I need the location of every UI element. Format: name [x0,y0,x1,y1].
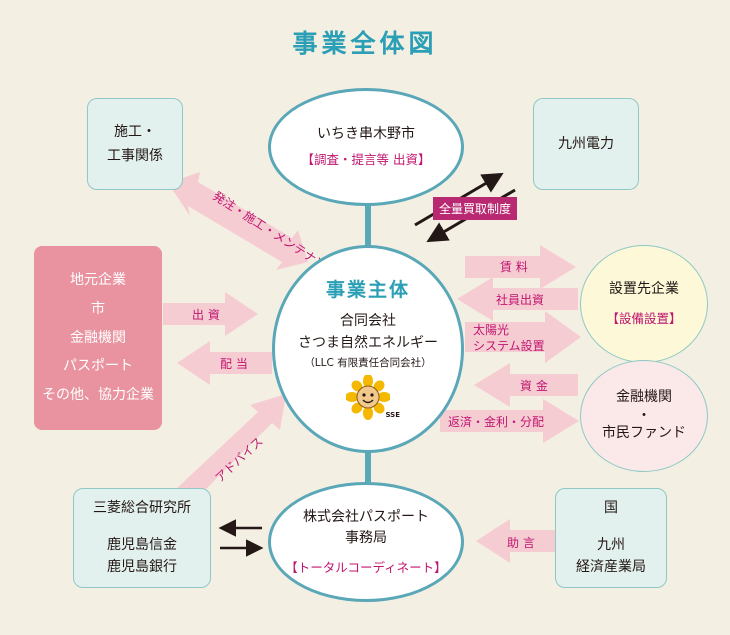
label-subsidy: 助 言 [507,536,535,550]
label-employee-investment: 社員出資 [496,293,545,307]
label-investment: 出 資 [192,308,220,322]
city-node: いちき串木野市 【調査・提言等 出資】 [268,88,464,206]
arrow-repayment [440,399,579,443]
kyushu-power-name: 九州電力 [558,135,614,152]
advisor-line2: 鹿児島信金 [107,536,177,553]
local-item: その他、協力企業 [42,387,154,404]
logo-text: SSE [385,411,400,420]
city-role: 【調査・提言等 出資】 [301,152,431,168]
main-line2: さつま自然エネルギー [298,335,438,352]
local-item: 金融機関 [70,329,126,346]
arrow-dividend [177,341,272,385]
construction-line1: 施工・ [114,123,156,140]
arrow-capital [474,363,578,407]
fit-badge: 全量買取制度 [433,197,518,220]
label-dividend: 配 当 [220,357,248,371]
local-item: 地元企業 [70,272,126,289]
arrow-order-double [168,172,308,270]
main-entity-node: 事業主体 合同会社 さつま自然エネルギー （LLC 有限責任合同会社） SSE [272,245,464,453]
construction-node: 施工・ 工事関係 [87,98,183,190]
country-line2: 九州 [597,536,625,553]
fund-node: 金融機関 ・ 市民ファンド [580,360,708,472]
main-line3: （LLC 有限責任合同会社） [304,356,432,369]
label-capital: 資 金 [520,379,548,393]
arrow-employee-investment [457,277,578,321]
main-line1: 合同会社 [340,313,396,330]
sse-logo: SSE [345,374,400,421]
page-title: 事業全体図 [292,29,438,58]
arrow-investment [163,292,258,336]
fund-dot: ・ [637,408,651,424]
country-node: 国 九州 経済産業局 [555,488,667,588]
kyushu-power-node: 九州電力 [533,98,639,190]
site-role: 【設備設置】 [606,311,682,327]
advisor-line3: 鹿児島銀行 [107,559,177,576]
passport-node: 株式会社パスポート 事務局 【トータルコーディネート】 [268,482,464,602]
advisor-line1: 三菱総合研究所 [93,500,191,517]
arrow-advice [175,394,286,505]
construction-line2: 工事関係 [107,148,163,164]
main-heading: 事業主体 [325,279,410,301]
arrow-solar-setup [465,311,581,363]
sunflower-icon [345,374,391,421]
fund-line1: 金融機関 [616,389,672,406]
local-item: パスポート [63,358,133,375]
country-line3: 経済産業局 [576,559,646,576]
passport-line1: 株式会社パスポート [303,508,429,525]
arrow-subsidy [476,519,555,563]
country-line1: 国 [604,500,618,517]
label-solar: 太陽光 システム設置 [473,323,545,354]
label-repayment: 返済・金利・分配 [448,415,545,429]
label-rent: 賃 料 [500,260,528,274]
label-solar-line1: 太陽光 [473,323,510,337]
fund-line2: 市民ファンド [602,425,686,441]
site-company-node: 設置先企業 【設備設置】 [580,245,708,363]
passport-line2: 事務局 [345,530,387,547]
passport-role: 【トータルコーディネート】 [285,560,447,575]
local-item: 市 [91,300,105,317]
city-name: いちき串木野市 [317,126,415,143]
local-partners-node: 地元企業 市 金融機関 パスポート その他、協力企業 [34,246,162,430]
advisors-node: 三菱総合研究所 鹿児島信金 鹿児島銀行 [73,488,211,588]
site-name: 設置先企業 [609,281,679,298]
label-solar-line2: システム設置 [473,338,545,353]
